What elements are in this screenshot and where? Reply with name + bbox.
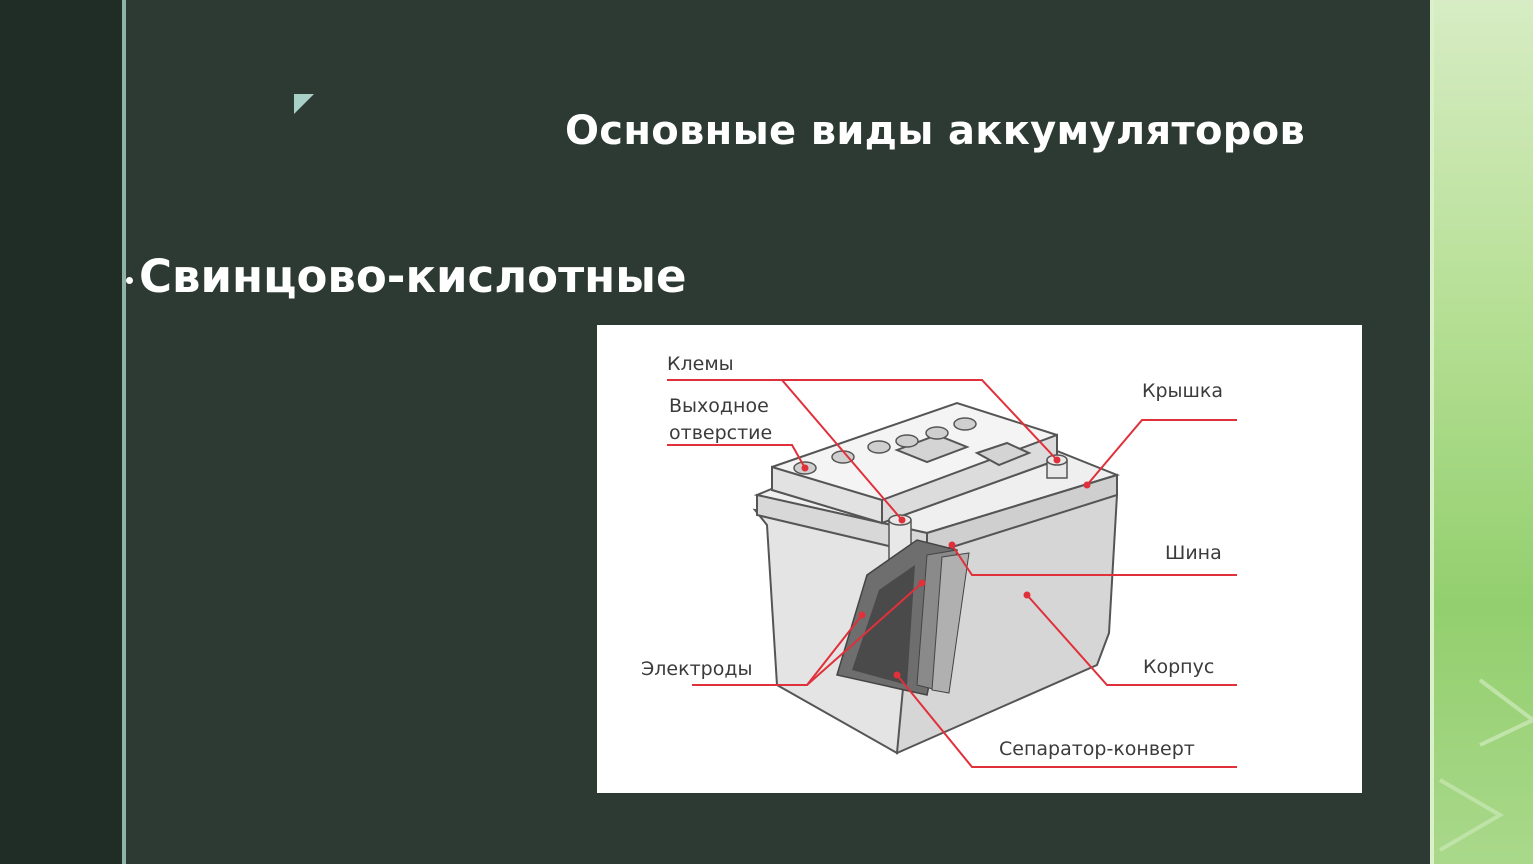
label-vykhodnoe-1: Выходное [669, 395, 769, 417]
left-accent-line [122, 0, 126, 864]
right-accent-line [1430, 0, 1434, 864]
lid-caps [793, 417, 977, 475]
battery-diagram-svg: Клемы Выходное отверстие Крышка Шина Эле… [641, 353, 1237, 768]
terminals [888, 454, 1068, 566]
leader-lines [667, 379, 1237, 768]
label-separator: Сепаратор-конверт [999, 738, 1195, 760]
battery-diagram: Клемы Выходное отверстие Крышка Шина Эле… [597, 325, 1362, 793]
label-shina: Шина [1165, 542, 1222, 564]
label-elektrody: Электроды [641, 658, 752, 680]
leader-dots [801, 456, 1091, 679]
label-vykhodnoe-2: отверстие [669, 422, 772, 444]
label-klemy: Клемы [667, 353, 734, 375]
chevron-pattern [1438, 678, 1533, 852]
right-green-band [1430, 0, 1533, 864]
bullet-text: Свинцово-кислотные [139, 250, 687, 303]
label-kryshka: Крышка [1142, 380, 1223, 402]
cutaway-plates [836, 539, 970, 696]
left-dark-band [0, 0, 122, 864]
slide-title: Основные виды аккумуляторов [565, 108, 1306, 154]
corner-triangle-icon [294, 94, 314, 114]
bullet-dot-icon [126, 276, 133, 284]
bullet-item: Свинцово-кислотные [126, 250, 686, 303]
label-korpus: Корпус [1143, 656, 1214, 678]
